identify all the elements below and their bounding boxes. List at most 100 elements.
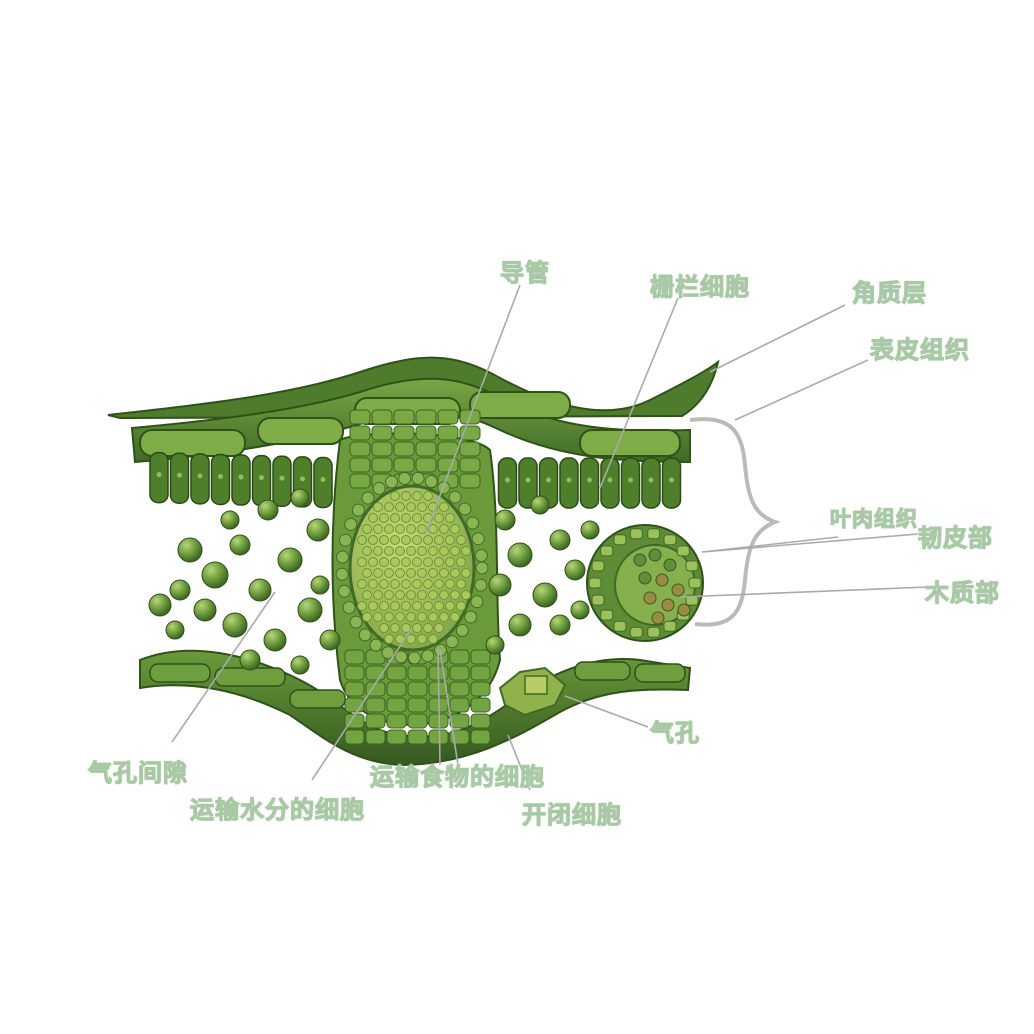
midrib-cell bbox=[407, 713, 428, 729]
vessel-cell bbox=[390, 513, 400, 523]
vessel-cell bbox=[423, 535, 433, 545]
chloroplast bbox=[546, 477, 551, 483]
bundle-sheath-cell bbox=[663, 534, 677, 546]
lower-epidermis-cell bbox=[634, 663, 686, 683]
spongy-cell bbox=[290, 655, 310, 675]
spongy-cell bbox=[485, 635, 505, 655]
vessel-cell bbox=[461, 546, 471, 556]
vessel-cell bbox=[362, 612, 372, 622]
chloroplast bbox=[300, 476, 305, 482]
sheath-cell bbox=[369, 638, 383, 652]
spongy-cell bbox=[169, 579, 191, 601]
vessel-cell bbox=[417, 590, 427, 600]
midrib-cell bbox=[349, 409, 371, 425]
vessel-cell bbox=[456, 579, 466, 589]
bundle-sheath-cell bbox=[685, 594, 699, 606]
vessel-cell bbox=[395, 524, 405, 534]
sheath-cell bbox=[464, 610, 478, 624]
sheath-cell bbox=[455, 624, 469, 638]
midrib-cell bbox=[344, 681, 365, 697]
vessel-cell bbox=[406, 634, 416, 644]
chloroplast bbox=[259, 475, 264, 481]
midrib-cell bbox=[386, 729, 407, 745]
vessel-cell bbox=[362, 524, 372, 534]
midrib-cell bbox=[470, 697, 491, 713]
vessel-cell bbox=[390, 623, 400, 633]
chloroplast bbox=[177, 472, 182, 478]
midrib-cell bbox=[459, 457, 481, 473]
lower-epidermis-cell bbox=[149, 663, 211, 683]
sheath-cell bbox=[421, 649, 435, 663]
bundle-sheath-cell bbox=[685, 560, 699, 572]
spongy-cell bbox=[319, 629, 341, 651]
spongy-cell bbox=[564, 559, 586, 581]
vessel-cell bbox=[434, 601, 444, 611]
spongy-cell bbox=[165, 620, 185, 640]
spongy-cell bbox=[257, 499, 279, 521]
spongy-cell bbox=[310, 575, 330, 595]
vessel-cell bbox=[390, 601, 400, 611]
vessel-cell bbox=[401, 601, 411, 611]
sheath-cell bbox=[470, 595, 484, 609]
spongy-mesophyll-cells bbox=[148, 488, 600, 675]
vessel-cell bbox=[439, 524, 449, 534]
vessel-cell bbox=[368, 601, 378, 611]
bundle-sheath-cell bbox=[629, 626, 643, 638]
chloroplast bbox=[197, 473, 203, 479]
midrib-cell bbox=[470, 729, 491, 745]
midrib-cell bbox=[349, 441, 371, 457]
vessel-cell bbox=[417, 524, 427, 534]
bundle-sheath-cell bbox=[613, 620, 627, 632]
vessel-cell bbox=[357, 579, 367, 589]
vessel-cell bbox=[368, 513, 378, 523]
midrib-cell bbox=[415, 441, 437, 457]
vessel-cell bbox=[428, 524, 438, 534]
vessel-cell bbox=[406, 502, 416, 512]
bundle-sheath-cell bbox=[629, 528, 643, 540]
vessel-cell bbox=[428, 590, 438, 600]
palisade-cell bbox=[600, 457, 620, 509]
vessel-cell bbox=[401, 623, 411, 633]
vessel-cell bbox=[412, 513, 422, 523]
vessel-cell bbox=[362, 568, 372, 578]
vessel-cell bbox=[434, 623, 444, 633]
midrib-cell bbox=[437, 457, 459, 473]
label-phloem: 韧皮部 bbox=[918, 524, 993, 553]
spongy-cell bbox=[229, 534, 251, 556]
midrib-cell bbox=[349, 425, 371, 441]
chloroplast bbox=[238, 474, 244, 480]
spongy-cell bbox=[549, 529, 571, 551]
vessel-cell bbox=[390, 579, 400, 589]
sheath-cell bbox=[445, 635, 459, 649]
vessel-cell bbox=[423, 579, 433, 589]
palisade-cell bbox=[641, 457, 661, 509]
xylem-cell bbox=[655, 573, 669, 587]
sheath-cell bbox=[337, 584, 351, 598]
label-mesophyll: 叶肉组织 bbox=[830, 507, 918, 532]
lower-epidermis-cell bbox=[214, 667, 286, 687]
vessel-cell bbox=[428, 634, 438, 644]
vessel-cell bbox=[423, 557, 433, 567]
vessel-cell bbox=[379, 535, 389, 545]
vessel-cell bbox=[373, 546, 383, 556]
midrib-cell bbox=[437, 425, 459, 441]
chloroplast bbox=[566, 477, 572, 483]
midrib-cell bbox=[371, 457, 393, 473]
vascular-bundle-cells bbox=[588, 528, 702, 638]
vessel-cell bbox=[395, 568, 405, 578]
bundle-sheath-cell bbox=[647, 626, 661, 638]
midrib-cell bbox=[344, 649, 365, 665]
sheath-cell bbox=[358, 628, 372, 642]
vessel-cell bbox=[445, 601, 455, 611]
vessel-cell bbox=[428, 612, 438, 622]
vessel-cell bbox=[450, 568, 460, 578]
midrib-cell bbox=[371, 409, 393, 425]
chloroplast bbox=[279, 475, 285, 481]
vessel-cell bbox=[373, 502, 383, 512]
midrib-cell bbox=[407, 665, 428, 681]
vessel-cell bbox=[439, 546, 449, 556]
vessel-cell bbox=[412, 491, 422, 501]
vessel-cell bbox=[445, 579, 455, 589]
spongy-cell bbox=[507, 542, 533, 568]
palisade-cells bbox=[149, 451, 682, 509]
